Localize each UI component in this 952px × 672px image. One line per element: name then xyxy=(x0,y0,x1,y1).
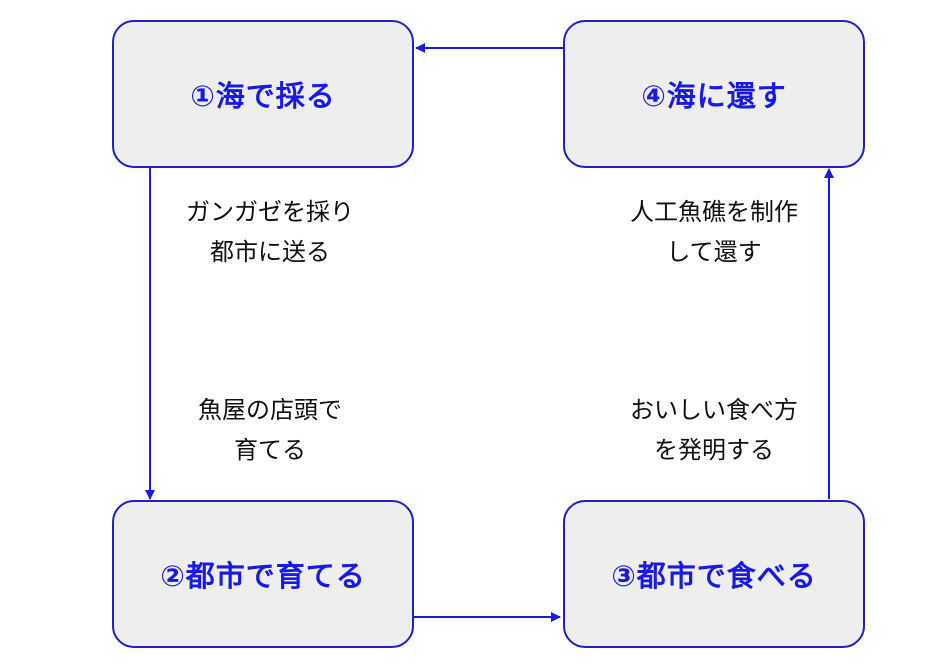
node-city-grow-label: ②都市で育てる xyxy=(160,559,366,593)
note-harvest-send: ガンガゼを採り 都市に送る xyxy=(165,192,375,272)
note-line: おいしい食べ方 xyxy=(630,396,798,424)
node-sea-harvest: ①海で採る xyxy=(112,20,414,168)
note-invent-recipe: おいしい食べ方 を発明する xyxy=(604,390,824,470)
node-sea-return: ④海に還す xyxy=(563,20,865,168)
note-make-reef: 人工魚礁を制作 して還す xyxy=(604,192,824,272)
note-line: 魚屋の店頭で xyxy=(198,396,342,424)
node-city-eat-label: ③都市で食べる xyxy=(611,559,817,593)
note-line: して還す xyxy=(666,238,762,266)
note-line: 都市に送る xyxy=(210,238,330,266)
note-line: を発明する xyxy=(654,436,774,464)
note-line: ガンガゼを採り xyxy=(186,198,354,226)
node-sea-return-label: ④海に還す xyxy=(641,79,787,113)
note-line: 育てる xyxy=(234,436,306,464)
note-grow-at-shop: 魚屋の店頭で 育てる xyxy=(165,390,375,470)
note-line: 人工魚礁を制作 xyxy=(630,198,798,226)
node-sea-harvest-label: ①海で採る xyxy=(190,79,336,113)
node-city-eat: ③都市で食べる xyxy=(563,500,865,648)
node-city-grow: ②都市で育てる xyxy=(112,500,414,648)
